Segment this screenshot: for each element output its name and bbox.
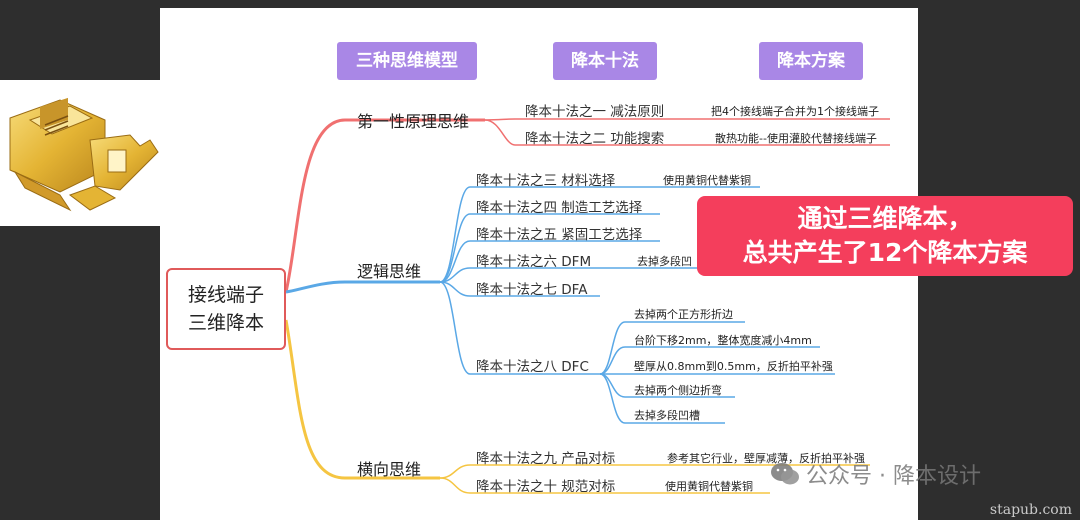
branch-first-principles[interactable]: 第一性原理思维 <box>357 112 470 131</box>
link-b2-m8 <box>439 281 600 375</box>
method-6[interactable]: 降本十法之六 DFM <box>476 254 592 270</box>
link-b2-m7 <box>439 281 600 297</box>
link-b2-m5 <box>439 240 660 283</box>
header-thinking-models: 三种思维模型 <box>337 42 477 80</box>
link-m8-s9 <box>599 373 725 424</box>
solution-4[interactable]: 去掉多段凹 <box>637 255 692 268</box>
link-b1-m2 <box>484 119 690 146</box>
terminal-illustration <box>9 97 159 212</box>
branch-logical[interactable]: 逻辑思维 <box>357 262 422 281</box>
method-3[interactable]: 降本十法之三 材料选择 <box>476 173 616 189</box>
root-line1: 接线端子 <box>187 284 264 306</box>
method-9[interactable]: 降本十法之九 产品对标 <box>476 451 616 467</box>
solution-9[interactable]: 去掉多段凹槽 <box>634 409 700 422</box>
callout-line1: 通过三维降本， <box>797 204 973 233</box>
solution-3[interactable]: 使用黄铜代替紫铜 <box>663 174 751 187</box>
branch-lateral[interactable]: 横向思维 <box>357 460 422 479</box>
link-m8-s6 <box>599 346 820 375</box>
method-2[interactable]: 降本十法之二 功能搜索 <box>525 131 665 147</box>
wechat-icon <box>771 463 799 485</box>
method-8[interactable]: 降本十法之八 DFC <box>476 359 589 375</box>
link-b3-m9 <box>439 464 655 479</box>
solution-7[interactable]: 壁厚从0.8mm到0.5mm，反折拍平补强 <box>634 360 833 373</box>
solution-6[interactable]: 台阶下移2mm，整体宽度减小4mm <box>634 334 812 347</box>
solution-5[interactable]: 去掉两个正方形折边 <box>634 308 733 321</box>
solution-11[interactable]: 使用黄铜代替紫铜 <box>665 480 753 493</box>
solution-1[interactable]: 把4个接线端子合并为1个接线端子 <box>711 105 879 118</box>
solution-10[interactable]: 参考其它行业，壁厚减薄，反折拍平补强 <box>667 452 865 465</box>
link-b2-m6 <box>439 267 600 283</box>
link-b3-m10 <box>439 477 655 494</box>
root-node[interactable]: 接线端子 三维降本 <box>166 268 286 350</box>
solution-2[interactable]: 散热功能--使用灌胶代替接线端子 <box>715 132 877 145</box>
link-root-branch2 <box>285 280 440 294</box>
root-line2: 三维降本 <box>187 312 264 334</box>
watermark-text: 公众号 · 降本设计 <box>806 464 981 489</box>
site-url: stapub.com <box>989 502 1072 518</box>
method-1[interactable]: 降本十法之一 减法原则 <box>525 104 665 120</box>
method-7[interactable]: 降本十法之七 DFA <box>476 282 588 298</box>
method-4[interactable]: 降本十法之四 制造工艺选择 <box>476 200 643 216</box>
link-b2-m4 <box>439 213 660 283</box>
method-10[interactable]: 降本十法之十 规范对标 <box>476 479 616 495</box>
solution-8[interactable]: 去掉两个侧边折弯 <box>634 384 722 397</box>
wechat-watermark: 公众号 · 降本设计 <box>770 458 981 490</box>
link-root-branch1 <box>284 118 485 293</box>
header-ten-methods: 降本十法 <box>553 42 657 80</box>
callout-line2: 总共产生了12个降本方案 <box>742 238 1028 267</box>
terminal-product-image <box>0 80 160 226</box>
method-5[interactable]: 降本十法之五 紧固工艺选择 <box>476 227 643 243</box>
link-b2-m3 <box>439 186 650 283</box>
link-root-branch3 <box>284 319 440 480</box>
summary-callout: 通过三维降本， 总共产生了12个降本方案 <box>697 196 1073 276</box>
header-solutions: 降本方案 <box>759 42 863 80</box>
